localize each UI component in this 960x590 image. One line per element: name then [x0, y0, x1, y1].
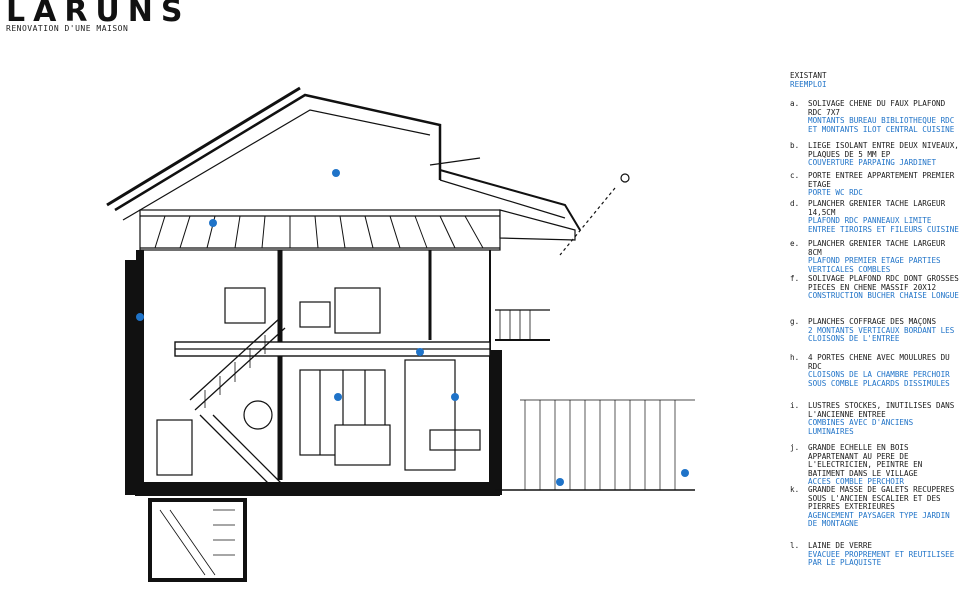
- house-section-drawing: [106, 86, 695, 582]
- legend-entry-reuse: ACCES COMBLE PERCHOIR: [808, 477, 905, 487]
- legend-entry-letter: b.: [790, 141, 800, 150]
- legend-entry-reuse: PLAFOND RDC PANNEAUX LIMITE ENTREE TIROI…: [808, 216, 959, 234]
- legend-entry-existing: PLANCHER GRENIER TACHE LARGEUR 8CM: [808, 239, 946, 257]
- legend-entry-existing: PLANCHER GRENIER TACHE LARGEUR 14,5CM: [808, 199, 946, 217]
- legend-entry-reuse: COMBINES AVEC D'ANCIENS LUMINAIRES: [808, 418, 914, 436]
- legend-entry-letter: k.: [790, 485, 800, 494]
- legend-entry-existing: SOLIVAGE PLAFOND RDC DONT GROSSES PIECES…: [808, 274, 959, 292]
- legend-entry-reuse: AGENCEMENT PAYSAGER TYPE JARDIN DE MONTA…: [808, 510, 950, 529]
- legend-entry-letter: d.: [790, 199, 800, 208]
- legend-entry-letter: i.: [790, 401, 800, 410]
- legend-entry-reuse: PORTE WC RDC: [808, 188, 863, 198]
- legend-entry-letter: e.: [790, 239, 800, 248]
- legend-entry-existing: LAINE DE VERRE: [808, 541, 873, 550]
- legend-reuse-label: REEMPLOI: [790, 79, 827, 89]
- legend-entry-letter: c.: [790, 171, 800, 180]
- legend-entry-letter: f.: [790, 274, 800, 283]
- legend-entry-reuse: CONSTRUCTION BUCHER CHAISE LONGUE: [808, 291, 959, 301]
- page-title: LARUNS: [6, 0, 191, 29]
- legend-entry-existing: SOLIVAGE CHENE DU FAUX PLAFOND RDC 7X7: [808, 99, 946, 117]
- legend-entry-reuse: CLOISONS DE LA CHAMBRE PERCHOIR SOUS COM…: [808, 370, 950, 388]
- page-subtitle: RENOVATION D'UNE MAISON: [6, 24, 129, 33]
- legend-entry-reuse: MONTANTS BUREAU BIBLIOTHEQUE RDC ET MONT…: [808, 116, 955, 134]
- legend-entry-reuse: EVACUEE PROPREMENT ET REUTILISEE PAR LE …: [808, 549, 955, 568]
- legend-entry-letter: h.: [790, 353, 800, 362]
- legend-entry-letter: g.: [790, 317, 800, 326]
- legend-entry-existing: GRANDE ECHELLE EN BOIS APPARTENANT AU PE…: [808, 443, 923, 478]
- legend-entry-existing: PORTE ENTREE APPARTEMENT PREMIER ETAGE: [808, 171, 955, 189]
- legend-entry-letter: j.: [790, 443, 800, 452]
- legend-existing-label: EXISTANT: [790, 71, 827, 80]
- legend-entry-reuse: PLAFOND PREMIER ETAGE PARTIES VERTICALES…: [808, 256, 941, 274]
- legend-entry-existing: PLANCHES COFFRAGE DES MAÇONS: [808, 317, 937, 326]
- materials-legend: EXISTANT REEMPLOI a. SOLIVAGE CHENE DU F…: [790, 71, 960, 567]
- legend-entry-existing: LUSTRES STOCKES, INUTILISES DANS L'ANCIE…: [808, 401, 955, 419]
- legend-entry-letter: l.: [790, 541, 800, 550]
- legend-entry-existing: LIEGE ISOLANT ENTRE DEUX NIVEAUX, PLAQUE…: [808, 141, 959, 159]
- legend-entry-existing: GRANDE MASSE DE GALETS RECUPERES SOUS L'…: [808, 485, 955, 512]
- legend-entry-reuse: COUVERTURE PARPAING JARDINET: [808, 158, 937, 168]
- legend-entry-existing: 4 PORTES CHENE AVEC MOULURES DU RDC: [808, 353, 950, 371]
- legend-entry-reuse: 2 MONTANTS VERTICAUX BORDANT LES CLOISON…: [808, 325, 955, 344]
- legend-entry-letter: a.: [790, 99, 800, 108]
